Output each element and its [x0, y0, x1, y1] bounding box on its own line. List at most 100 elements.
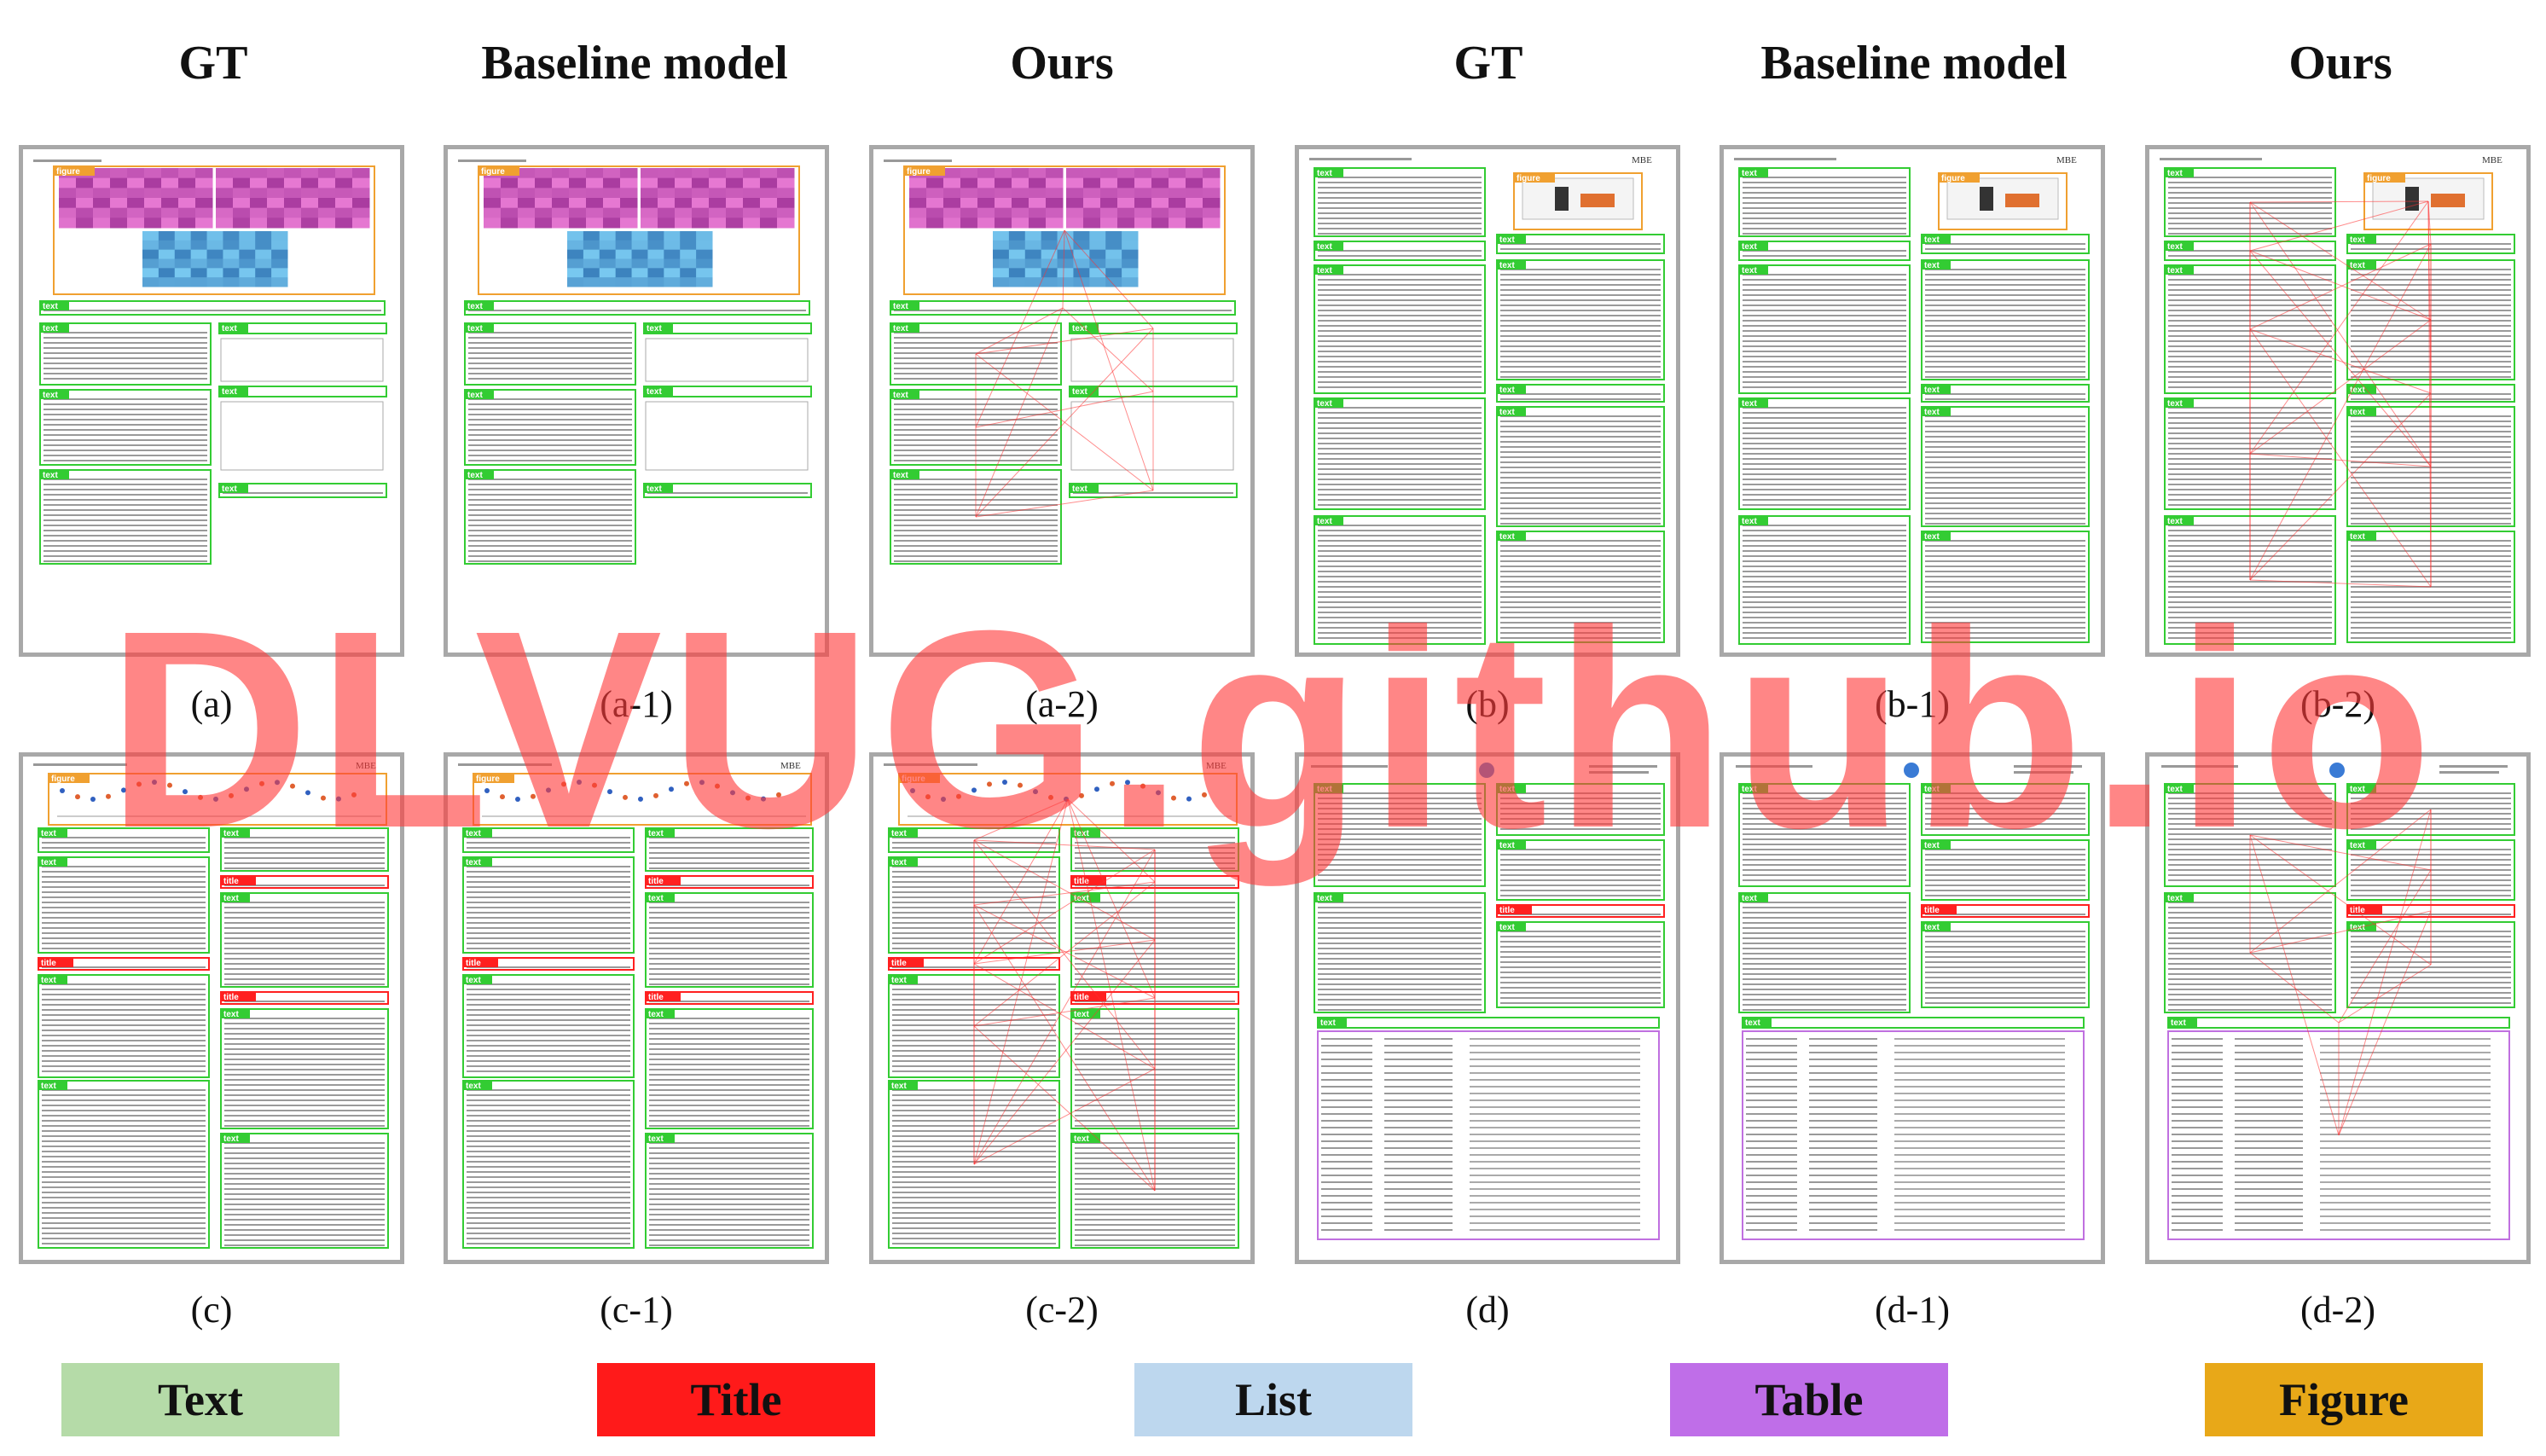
figure-box: [53, 165, 375, 295]
text-lines: [468, 398, 632, 461]
svg-text:text: text: [891, 1082, 907, 1091]
svg-text:text: text: [1924, 261, 1940, 270]
text-lines: [224, 1018, 385, 1127]
svg-text:title: title: [223, 877, 239, 886]
text-box: [220, 892, 389, 988]
svg-text:text: text: [223, 829, 239, 838]
text-box: [1738, 783, 1911, 887]
text-box: [1317, 1017, 1660, 1029]
text-box: [1314, 264, 1486, 394]
text-lines: [1500, 269, 1661, 378]
svg-text:text: text: [466, 1082, 481, 1091]
text-lines: [1925, 849, 2085, 896]
figure-box: [1938, 172, 2068, 230]
text-lines: [468, 479, 632, 562]
column-header-baseline-1: Baseline model: [481, 37, 788, 90]
text-box: [1921, 259, 2090, 380]
svg-text:text: text: [648, 829, 664, 838]
svg-text:figure: figure: [907, 167, 931, 177]
text-box: [462, 1080, 635, 1249]
legend-text-label: Text: [157, 1374, 243, 1425]
svg-text:text: text: [222, 387, 237, 397]
svg-text:text: text: [1317, 894, 1332, 903]
svg-text:text: text: [1320, 1018, 1336, 1028]
svg-text:title: title: [891, 959, 907, 968]
svg-text:MBE: MBE: [780, 761, 801, 771]
text-lines: [467, 983, 630, 1072]
svg-text:text: text: [1924, 408, 1940, 417]
text-lines: [1318, 274, 1482, 388]
text-lines: [468, 310, 806, 311]
svg-text:text: text: [891, 858, 907, 867]
svg-text:text: text: [467, 391, 483, 400]
text-lines: [43, 332, 207, 380]
text-lines: [42, 866, 206, 949]
caption-a2: (a-2): [1025, 683, 1099, 725]
text-box: [462, 974, 635, 1078]
text-lines: [649, 1001, 809, 1002]
svg-text:text: text: [466, 858, 481, 867]
text-lines: [1925, 540, 2085, 639]
svg-text:figure: figure: [1941, 174, 1965, 183]
svg-text:text: text: [1074, 894, 1089, 903]
text-box: [1314, 397, 1486, 510]
table-box: [1742, 1030, 2085, 1240]
text-lines: [224, 1001, 385, 1002]
svg-text:text: text: [1924, 785, 1940, 794]
caption-d2: (d-2): [2300, 1289, 2375, 1331]
svg-text:text: text: [467, 302, 483, 311]
svg-text:text: text: [2167, 785, 2183, 794]
svg-text:text: text: [1317, 785, 1332, 794]
column-header-ours-1: Ours: [1010, 37, 1114, 90]
text-box: [1738, 892, 1911, 1013]
text-box: [1496, 783, 1665, 836]
legend-title: Title: [597, 1363, 875, 1436]
document-thumbnail-c-gt: MBEfiguretexttexttitletexttexttexttitlet…: [33, 761, 389, 1249]
text-lines: [1318, 250, 1482, 257]
figure-box: [473, 773, 812, 826]
figure-box: [48, 773, 387, 826]
svg-text:text: text: [893, 302, 908, 311]
text-lines: [42, 983, 206, 1072]
text-box: [1496, 259, 1665, 380]
caption-b: (b): [1465, 683, 1510, 725]
text-box: [38, 827, 210, 853]
document-thumbnail-b-gt: MBEtextfiguretexttexttexttexttexttexttex…: [1309, 155, 1665, 645]
svg-text:text: text: [1742, 399, 1757, 409]
text-box: [38, 974, 210, 1078]
svg-text:text: text: [2171, 1018, 2186, 1028]
svg-text:text: text: [893, 471, 908, 480]
text-lines: [1318, 407, 1482, 506]
svg-text:text: text: [467, 471, 483, 480]
text-box: [39, 322, 212, 386]
svg-text:text: text: [1074, 1134, 1089, 1144]
text-lines: [649, 1018, 809, 1127]
text-lines: [1743, 407, 1906, 506]
svg-text:text: text: [2350, 235, 2365, 245]
text-lines: [1500, 849, 1661, 896]
svg-text:text: text: [1072, 324, 1087, 334]
text-lines: [1925, 269, 2085, 378]
text-lines: [467, 866, 630, 949]
svg-text:text: text: [1499, 923, 1515, 932]
document-thumbnail-b-base: MBEtextfiguretexttexttexttexttexttexttex…: [1734, 155, 2090, 645]
text-lines: [1743, 792, 1906, 881]
svg-text:text: text: [2350, 785, 2365, 794]
text-lines: [1743, 177, 1906, 235]
text-lines: [224, 1142, 385, 1246]
legend-list: List: [1134, 1363, 1412, 1436]
text-lines: [649, 902, 809, 985]
text-box: [1496, 406, 1665, 527]
svg-text:MBE: MBE: [356, 761, 376, 771]
text-lines: [43, 310, 381, 311]
svg-text:text: text: [891, 976, 907, 985]
text-box: [1496, 839, 1665, 901]
svg-text:figure: figure: [51, 774, 75, 784]
text-lines: [42, 837, 206, 849]
